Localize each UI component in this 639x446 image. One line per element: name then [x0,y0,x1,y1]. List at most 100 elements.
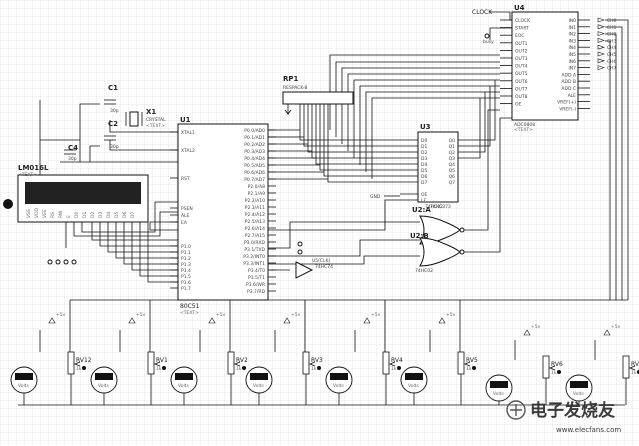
voltmeter-label: Volts [98,383,109,389]
u1-pin-label: P1.6 [181,280,191,286]
channel-terminal[interactable] [597,65,605,71]
channel-terminal[interactable] [597,58,605,64]
nor-gate-u2a[interactable]: U2:A 74HC02 [412,204,465,245]
svg-text:30p: 30p [110,144,119,150]
pot-rv7[interactable]: +5vRV71kVolts [565,324,639,405]
u1-pin-label: P1.5 [181,274,191,280]
crystal-x1[interactable]: X1 CRYSTAL <TEXT> [125,108,166,129]
pot-wiper-icon [548,365,556,371]
svg-text:C4: C4 [68,144,78,152]
capacitor-group[interactable]: C1 30p C2 30p C4 30p [64,84,119,162]
u4-pin-label: IN1 [568,25,576,31]
channel-label: CH1 [607,25,617,31]
u1-pin-label: P3.1/TXD [244,247,265,253]
u3-pin-label: D1 [421,144,427,150]
cap-c4[interactable]: C4 30p [64,144,78,162]
u1-pin-label: P1.7 [181,286,191,292]
watermark-text: 电子发烧友 [530,400,615,421]
channel-label: CH7 [607,66,617,72]
pot-value: 1k [76,366,82,372]
pot-value: 1k [311,366,317,372]
pot-value: 1k [631,370,637,376]
adc-adc0808[interactable]: U4 ADC0808 <TEXT> CLOCKSTARTEOCOUT1OUT2O… [472,4,617,133]
channel-terminal[interactable] [597,31,605,37]
channel-label: CH6 [607,59,617,65]
u3-pin-label: Q0 [449,138,456,144]
pot-vcc-label: +5v [56,312,66,318]
voltmeter-label: Volts [253,383,264,389]
busy-probe[interactable] [484,33,490,39]
u4-pin-label: OUT7 [515,86,528,92]
u4-pin-label: ADD B [561,79,576,85]
pot-knob-icon [397,366,401,370]
pot-ref: RV1 [156,357,168,364]
channel-terminal[interactable] [597,51,605,57]
u4-pin-label: IN0 [568,18,576,24]
svg-text:C2: C2 [108,120,118,128]
channel-label: CH3 [607,38,617,44]
voltmeter-label: Volts [333,383,344,389]
clock-divider[interactable]: U5(CLK) 74HC74 [295,241,333,279]
mcu-80c51[interactable]: U1 80C51 <TEXT> XTAL1XTAL2RSTPSENALEEAP1… [170,116,276,316]
voltmeter-label: Volts [493,391,504,397]
xtal-tst: <TEXT> [146,123,165,129]
u3-pin-label: Q2 [449,150,456,156]
lcd-pin-label: VDD [34,207,40,218]
u4-ref: U4 [514,4,525,12]
pot-vcc-label: +5v [611,324,621,330]
u4-pin-label: IN2 [568,32,576,38]
gnd-label: GND [370,194,381,200]
u4-pin-label: VREF(-) [559,106,576,112]
u1-pin-label: P2.3/A11 [245,205,265,211]
u1-pin-label: XTAL2 [181,148,195,154]
u4-pin-label: ADD C [561,86,576,92]
u4-pin-label: OUT2 [515,48,528,54]
vcc-arrow-icon [363,317,371,324]
u1-pin-label: EA [181,220,188,226]
channel-terminal[interactable] [597,17,605,23]
u3-pin-label: D0 [421,138,427,144]
vcc-arrow-icon [208,317,216,324]
u1-pin-label: P3.5/T1 [248,275,265,281]
u1-pin-label: P2.7/A15 [245,233,265,239]
cap-c1[interactable]: C1 30p [104,84,119,114]
pot-knob-icon [242,366,246,370]
channel-terminal[interactable] [597,37,605,43]
u4-pin-label: START [515,26,529,32]
cap-c2[interactable]: C2 30p [104,120,119,150]
pot-wiper-icon [388,361,396,367]
u4-pin-label: OUT5 [515,71,528,77]
pot-ref: RV12 [76,357,92,364]
lcd-tst: <TEXT> [18,172,37,178]
channel-label: CH4 [607,45,617,51]
u4-pin-label: VREF(+) [557,100,576,106]
svg-text:C1: C1 [108,84,118,92]
u1-pin-label: P3.4/T0 [248,268,265,274]
lcd-pin-label: RS [50,212,56,218]
channel-terminal[interactable] [597,24,605,30]
lcd-pin-label: D7 [130,212,136,218]
u3-pin-label: Q1 [449,144,456,150]
u1-pin-label: P1.2 [181,256,191,262]
svg-text:30p: 30p [110,108,119,114]
u1-pin-label: P3.2/INT0 [243,254,265,260]
pot-value: 1k [551,370,557,376]
lcd-screen [25,182,141,204]
u3-pin-label: OE [421,192,428,198]
resistor-pack[interactable]: RP1 RESPACK-8 [282,75,354,116]
nor-gate-u2b[interactable]: U2:B 74HC02 [410,232,465,274]
pot-body [67,351,75,375]
voltmeter-display [405,373,423,380]
channel-terminal[interactable] [597,44,605,50]
u1-pin-label: P0.3/AD3 [244,149,265,155]
